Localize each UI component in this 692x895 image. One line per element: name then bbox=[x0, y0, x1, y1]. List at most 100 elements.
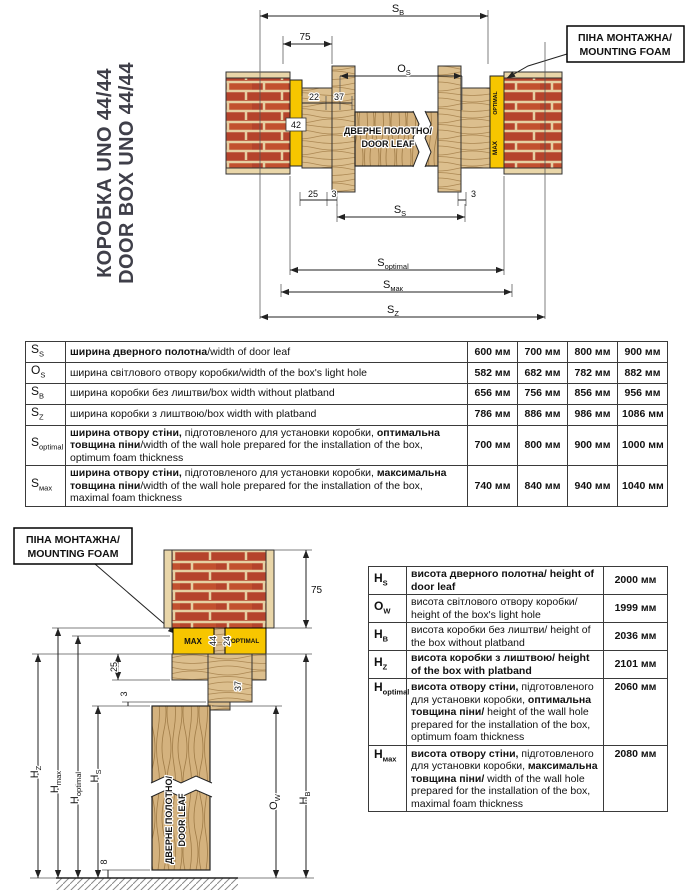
value-cell: 1999 мм bbox=[603, 594, 668, 623]
description-cell: висота отвору стіни, підготовленого для … bbox=[406, 678, 604, 746]
mounting-foam-strip-right: OPTIMAL MAX bbox=[489, 75, 505, 169]
symbol-cell: HS bbox=[368, 566, 407, 595]
value-cell: 2000 мм bbox=[603, 566, 668, 595]
symbol-cell: OS bbox=[25, 361, 66, 384]
symbol-cell: HZ bbox=[368, 650, 407, 679]
door-box-head: 37 bbox=[171, 653, 267, 711]
value-cell: 800 мм bbox=[567, 341, 618, 363]
value-cell: 782 мм bbox=[567, 361, 618, 384]
bottom-dimensions-right: 75 OW HB bbox=[212, 549, 324, 878]
dim-44-label: 44 bbox=[208, 636, 218, 646]
width-row-soptimal: Soptimal ширина отвору стіни, підготовле… bbox=[25, 424, 668, 467]
symbol-cell: SZ bbox=[25, 403, 66, 426]
height-row-hb: HB висота коробки без лиштви/ height of … bbox=[368, 622, 668, 651]
dim-25-label: 25 bbox=[308, 189, 318, 199]
symbol-cell: Sмах bbox=[25, 465, 66, 507]
width-row-ss: SS ширина дверного полотна/width of door… bbox=[25, 341, 668, 363]
dim-smak-label: Sмак bbox=[383, 279, 404, 293]
value-cell: 986 мм bbox=[567, 403, 618, 426]
description-cell: ширина світлового отвору коробки/width o… bbox=[65, 361, 468, 384]
value-cell: 956 мм bbox=[617, 382, 668, 405]
description-cell: ширина отвору стіни, підготовленого для … bbox=[65, 424, 468, 467]
dim-8-label: 8 bbox=[99, 859, 109, 864]
value-cell: 886 мм bbox=[517, 403, 568, 426]
value-cell: 1000 мм bbox=[617, 424, 668, 467]
value-cell: 1086 мм bbox=[617, 403, 668, 426]
dim-42-label: 42 bbox=[291, 120, 301, 130]
foam-max-mark: MAX bbox=[492, 140, 499, 155]
width-row-smax: Sмах ширина отвору стіни, підготовленого… bbox=[25, 465, 668, 507]
width-table: SS ширина дверного полотна/width of door… bbox=[25, 341, 668, 507]
symbol-cell: Hoptimal bbox=[368, 678, 409, 746]
value-cell: 900 мм bbox=[567, 424, 618, 467]
brick-wall-right bbox=[503, 71, 563, 175]
dim-ow-label: OW bbox=[268, 793, 282, 810]
door-leaf-label-ua: ДВЕРНЕ ПОЛОТНО/ bbox=[164, 776, 174, 864]
dim-3-left-label: 3 bbox=[331, 189, 336, 199]
value-cell: 600 мм bbox=[467, 341, 518, 363]
value-cell: 800 мм bbox=[517, 424, 568, 467]
door-leaf-label-ua: ДВЕРНЕ ПОЛОТНО/ bbox=[344, 126, 432, 136]
foam-optimal-mark: OPTIMAL bbox=[493, 90, 499, 114]
dim-25-label: 25 bbox=[109, 662, 119, 672]
height-row-hz: HZ висота коробки з лиштвою/ height of t… bbox=[368, 650, 668, 679]
width-row-sb: SB ширина коробки без лиштви/box width w… bbox=[25, 382, 668, 405]
width-row-os: OS ширина світлового отвору коробки/widt… bbox=[25, 361, 668, 384]
height-row-hs: HS висота дверного полотна/ height of do… bbox=[368, 566, 668, 595]
description-cell: висота коробки з лиштвою/ height of the … bbox=[406, 650, 604, 679]
brick-wall-left bbox=[225, 71, 291, 175]
dim-75-label: 75 bbox=[311, 585, 323, 596]
symbol-cell: Hмах bbox=[368, 744, 407, 812]
door-leaf-vertical: ДВЕРНЕ ПОЛОТНО/ DOOR LEAF bbox=[150, 705, 213, 871]
door-frame-left bbox=[301, 65, 356, 193]
foam-callout-line2: MOUNTING FOAM bbox=[580, 46, 671, 58]
door-leaf-label-en: DOOR LEAF bbox=[177, 793, 187, 847]
foam-max-mark: MAX bbox=[184, 637, 202, 646]
dim-24-label: 24 bbox=[222, 636, 232, 646]
value-cell: 2101 мм bbox=[603, 650, 668, 679]
height-table: HS висота дверного полотна/ height of do… bbox=[368, 566, 668, 812]
floor-hatch bbox=[30, 877, 314, 890]
value-cell: 582 мм bbox=[467, 361, 518, 384]
dim-hmax-label: Hmax bbox=[49, 771, 63, 793]
dim-37-label: 37 bbox=[233, 681, 243, 691]
description-cell: висота отвору стіни, підготовленого для … bbox=[406, 744, 604, 812]
dim-75-label: 75 bbox=[299, 32, 311, 43]
dim-sb-label: SB bbox=[392, 3, 404, 17]
symbol-cell: SB bbox=[25, 382, 66, 405]
mounting-foam-blocks: MAX OPTIMAL 44 24 bbox=[172, 627, 267, 655]
value-cell: 756 мм bbox=[517, 382, 568, 405]
description-cell: ширина отвору стіни, підготовленого для … bbox=[65, 465, 468, 507]
value-cell: 786 мм bbox=[467, 403, 518, 426]
bottom-section-drawing: ПІНА МОНТАЖНА/ MOUNTING FOAM MAX OPTIMAL… bbox=[13, 527, 324, 890]
value-cell: 2060 мм bbox=[603, 678, 668, 746]
dim-sz-label: SZ bbox=[387, 304, 399, 318]
dim-3-label: 3 bbox=[119, 691, 129, 696]
dim-hoptimal-label: Hoptimal bbox=[69, 772, 83, 804]
dim-hs-label: HS bbox=[89, 770, 103, 783]
dim-soptimal-label: Soptimal bbox=[377, 257, 409, 271]
description-cell: висота дверного полотна/ height of door … bbox=[406, 566, 604, 595]
value-cell: 740 мм bbox=[467, 465, 518, 507]
value-cell: 856 мм bbox=[567, 382, 618, 405]
value-cell: 1040 мм bbox=[617, 465, 668, 507]
height-row-ow: OW висота світлового отвору коробки/ hei… bbox=[368, 594, 668, 623]
foam-callout-line2: MOUNTING FOAM bbox=[28, 548, 119, 560]
value-cell: 940 мм bbox=[567, 465, 618, 507]
door-leaf-plan: ДВЕРНЕ ПОЛОТНО/ DOOR LEAF bbox=[343, 110, 439, 168]
description-cell: ширина коробки з лиштвою/box width with … bbox=[65, 403, 468, 426]
foam-optimal-mark: OPTIMAL bbox=[231, 638, 259, 645]
value-cell: 900 мм bbox=[617, 341, 668, 363]
dim-37-label: 37 bbox=[334, 92, 344, 102]
foam-callout-line1: ПІНА МОНТАЖНА/ bbox=[578, 32, 672, 44]
symbol-cell: Soptimal bbox=[25, 424, 66, 467]
value-cell: 700 мм bbox=[467, 424, 518, 467]
value-cell: 2080 мм bbox=[603, 744, 668, 812]
description-cell: ширина дверного полотна/width of door le… bbox=[65, 341, 468, 363]
door-frame-right bbox=[437, 65, 491, 193]
description-cell: ширина коробки без лиштви/box width with… bbox=[65, 382, 468, 405]
top-dimensions: SB 75 OS 22 37 42 25 3 bbox=[259, 3, 546, 321]
dim-os-label: OS bbox=[397, 63, 411, 77]
mounting-foam-callout-top: ПІНА МОНТАЖНА/ MOUNTING FOAM bbox=[506, 25, 685, 79]
value-cell: 656 мм bbox=[467, 382, 518, 405]
